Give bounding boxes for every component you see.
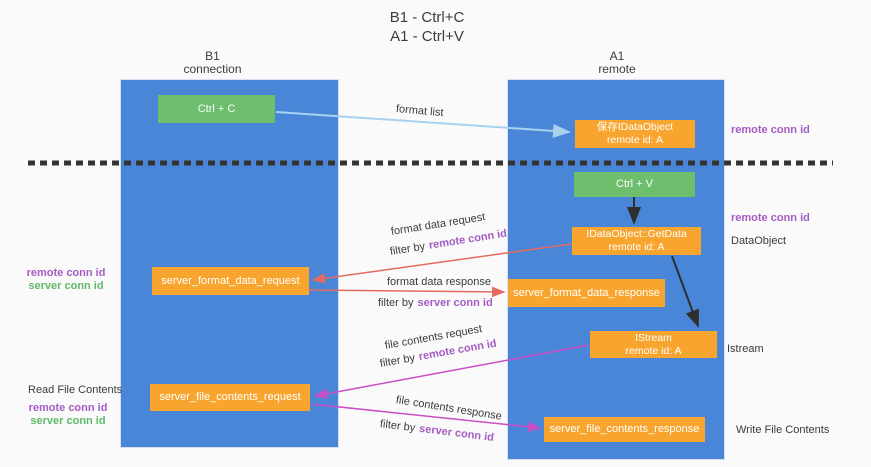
lane-a1-subtitle: remote <box>598 62 636 76</box>
node-server-file-contents-request: server_file_contents_request <box>150 384 310 411</box>
conn-id-stack-mid: remote conn id server conn id <box>20 267 112 293</box>
node-idataobject-getdata-line1: IDataObject::GetData <box>586 228 687 240</box>
filter-by-text: filter by <box>379 418 416 435</box>
node-server-file-contents-request-label: server_file_contents_request <box>159 391 301 403</box>
lane-b1-name: B1 <box>205 49 220 63</box>
title-line-1: B1 - Ctrl+C <box>389 9 465 26</box>
lane-a1-name: A1 <box>609 49 625 63</box>
node-istream-line2: remote id: A <box>625 344 682 357</box>
read-file-contents-annotation: Read File Contents <box>28 384 123 396</box>
node-server-format-data-response: server_format_data_response <box>508 279 665 307</box>
remote-conn-id-left-mid: remote conn id <box>26 267 106 279</box>
file-contents-response-label: file contents response <box>395 394 503 423</box>
remote-conn-id-text: remote conn id <box>428 227 508 252</box>
node-server-file-contents-response: server_file_contents_response <box>544 417 705 442</box>
node-ctrl-c-label: Ctrl + C <box>197 102 236 115</box>
filter-by-text: filter by <box>378 297 414 309</box>
node-server-format-data-response-label: server_format_data_response <box>513 286 660 299</box>
lane-header-b1: B1 connection <box>120 50 305 76</box>
node-idataobject-getdata: IDataObject::GetData remote id: A <box>572 227 701 255</box>
dataobject-annotation: DataObject <box>731 235 787 247</box>
node-save-idataobject-line2: remote id: A <box>606 134 664 146</box>
node-idataobject-getdata-line2: remote id: A <box>608 241 665 253</box>
node-ctrl-c: Ctrl + C <box>158 95 275 123</box>
write-file-contents-annotation: Write File Contents <box>736 424 830 436</box>
node-server-format-data-request: server_format_data_request <box>152 267 309 295</box>
lane-b1-subtitle: connection <box>183 62 242 76</box>
node-ctrl-v: Ctrl + V <box>574 172 695 197</box>
remote-conn-id-annotation-mid: remote conn id <box>731 212 810 224</box>
format-data-response-label: format data response <box>387 276 491 288</box>
filter-by-text: filter by <box>378 351 416 370</box>
node-save-idataobject-line1: 保存IDataObject <box>596 121 674 133</box>
server-conn-id-text: server conn id <box>418 422 495 444</box>
node-istream-line1: IStream <box>635 331 672 344</box>
server-conn-id-left-bottom: server conn id <box>30 415 106 427</box>
remote-conn-id-annotation-top: remote conn id <box>731 124 810 136</box>
remote-conn-id-left-bottom: remote conn id <box>28 402 108 414</box>
node-server-file-contents-response-label: server_file_contents_response <box>549 423 700 435</box>
diagram-title: B1 - Ctrl+C A1 - Ctrl+V <box>0 8 854 46</box>
format-list-label: format list <box>395 103 445 120</box>
node-ctrl-v-label: Ctrl + V <box>616 178 653 190</box>
server-conn-id-left-mid: server conn id <box>28 280 104 292</box>
title-line-2: A1 - Ctrl+V <box>390 28 464 45</box>
node-istream: IStream remote id: A <box>590 331 717 358</box>
lane-header-a1: A1 remote <box>507 50 727 76</box>
node-server-format-data-request-label: server_format_data_request <box>161 274 300 287</box>
filter-by-text: filter by <box>389 240 426 258</box>
node-save-idataobject: 保存IDataObject remote id: A <box>575 120 695 148</box>
conn-id-stack-bottom: remote conn id server conn id <box>22 402 114 428</box>
istream-annotation: Istream <box>727 343 764 355</box>
server-conn-id-text: server conn id <box>417 297 493 309</box>
